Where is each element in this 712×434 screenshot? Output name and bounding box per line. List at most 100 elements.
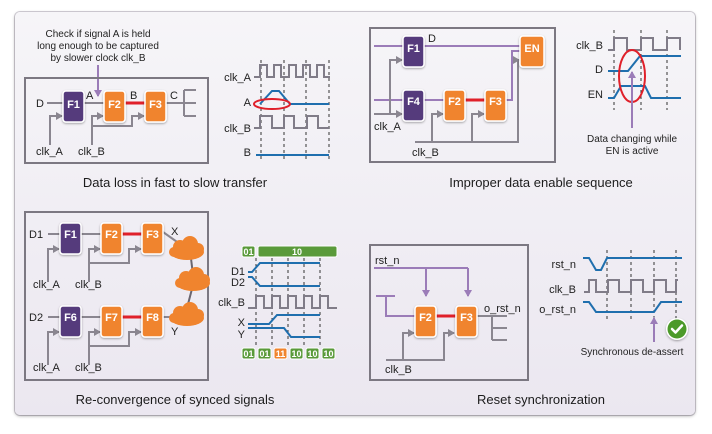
- a-signal-wave: [259, 90, 329, 105]
- caption-fast-to-slow: Data loss in fast to slow transfer: [83, 175, 268, 190]
- flop-f3-label: F3: [146, 229, 159, 241]
- check-circle-icon: [666, 318, 688, 340]
- state-badge-label: 01: [259, 349, 269, 359]
- caption-reconvergence: Re-convergence of synced signals: [76, 392, 275, 407]
- waveform-reset-sync: [583, 250, 682, 342]
- flop-f8-label: F8: [146, 312, 159, 324]
- flop-f1: [59, 222, 82, 255]
- flop-f1: [62, 90, 85, 123]
- flop-f3: [455, 305, 478, 338]
- diagram-panel: [15, 12, 695, 415]
- input-label-rst-n: rst_n: [375, 255, 399, 267]
- logic-cloud-icon: [169, 302, 204, 326]
- input-label-d1: D1: [29, 229, 43, 241]
- flop-f2-label: F2: [108, 99, 121, 111]
- flop-f2: [414, 305, 437, 338]
- x-signal-wave: [248, 314, 320, 325]
- logic-cloud-icon: [175, 267, 210, 291]
- state-badge-top-wide: 10: [257, 245, 338, 258]
- flop-f2-label: F2: [105, 229, 118, 241]
- flop-f2-label: F2: [419, 312, 432, 324]
- wave-label-o-rst-n: o_rst_n: [539, 304, 576, 316]
- flop-f4-label: F4: [407, 96, 421, 108]
- wave-label-d1: D1: [231, 266, 245, 278]
- state-badge-label: 10: [291, 349, 301, 359]
- reconvergence-section: F1 F2 F3 F6 F7 F8 D1 D2 X Y clk_A clk_B …: [24, 211, 338, 407]
- reset-sync-section: F2 F3 rst_n o_rst_n clk_B rst_n clk_B o_…: [369, 244, 688, 407]
- data-enable-section: F1 F4 F2 F3 EN D clk_A clk_B clk_B D EN …: [369, 27, 681, 190]
- wave-label-x: X: [238, 317, 246, 329]
- flop-f1-label: F1: [64, 229, 77, 241]
- annotation-line-3: by slower clock clk_B: [50, 53, 145, 64]
- flop-en: [519, 35, 545, 68]
- wire-label-a: A: [86, 90, 94, 102]
- flop-f2: [100, 222, 123, 255]
- flop-f3-label: F3: [489, 96, 502, 108]
- svg-text:01: 01: [243, 247, 253, 257]
- lost-pulse-highlight: [253, 98, 291, 110]
- output-label-y: Y: [171, 326, 179, 338]
- waveform-reconvergence: [248, 258, 337, 345]
- flop-f1-label: F1: [67, 99, 80, 111]
- d2-signal-wave: [248, 276, 320, 287]
- waveform-fast-to-slow: [253, 60, 330, 160]
- flop-f1-label: F1: [407, 43, 420, 55]
- state-badge-label: 01: [243, 349, 253, 359]
- clk-b-wave: [248, 295, 337, 309]
- annotation-line-1: Data changing while: [587, 134, 677, 145]
- rst-n-signal-wave: [583, 257, 682, 271]
- output-label-o-rst-n: o_rst_n: [484, 303, 521, 315]
- waveform-data-enable: [608, 30, 681, 128]
- flop-f3-label: F3: [460, 312, 473, 324]
- circuit-box: [369, 27, 556, 163]
- state-badge-top: 01: [241, 245, 256, 258]
- wave-label-clk-b: clk_B: [224, 123, 251, 135]
- clk-b-wave: [608, 37, 681, 51]
- flop-f3-label: F3: [149, 99, 162, 111]
- clock-label-clk-a: clk_A: [36, 146, 64, 158]
- o-rst-n-signal-wave: [583, 301, 682, 313]
- fast-to-slow-section: Check if signal A is held long enough to…: [24, 29, 330, 190]
- clk-b-wave: [584, 279, 678, 293]
- flop-f6: [59, 305, 82, 338]
- state-badge-label: 10: [307, 349, 317, 359]
- wave-label-a: A: [244, 97, 252, 109]
- circuit-box: [369, 244, 529, 381]
- wave-label-en: EN: [588, 89, 603, 101]
- wire-label-d: D: [428, 33, 436, 45]
- annotation-line-1: Check if signal A is held: [45, 29, 150, 40]
- clock-label-clk-b: clk_B: [75, 279, 102, 291]
- bottom-badges: 01 01 11 10 10 10: [241, 347, 336, 360]
- clk-a-wave: [254, 64, 330, 78]
- clock-label-clk-a: clk_A: [33, 279, 61, 291]
- caption-reset-sync: Reset synchronization: [477, 392, 605, 407]
- flop-f1: [402, 35, 425, 68]
- annotation-sync-deassert: Synchronous de-assert: [581, 347, 684, 358]
- input-label-d2: D2: [29, 312, 43, 324]
- state-badge-ok: 01: [241, 347, 256, 360]
- circuit-box: [24, 77, 209, 164]
- flop-f2: [103, 90, 126, 123]
- flop-f2-label: F2: [448, 96, 461, 108]
- wave-label-d2: D2: [231, 277, 245, 289]
- state-badge-ok: 10: [305, 347, 320, 360]
- output-bus: [183, 89, 196, 117]
- wave-label-clk-b: clk_B: [576, 40, 603, 52]
- wave-label-rst-n: rst_n: [552, 259, 576, 271]
- clock-label-clk-a: clk_A: [374, 121, 402, 133]
- state-badge-ok: 01: [257, 347, 272, 360]
- d1-signal-wave: [248, 262, 320, 273]
- wave-label-d: D: [595, 64, 603, 76]
- wave-label-clk-a: clk_A: [224, 72, 252, 84]
- flop-f7-label: F7: [105, 312, 118, 324]
- y-signal-wave: [248, 327, 320, 338]
- state-badge-ok: 10: [321, 347, 336, 360]
- clock-label-clk-b: clk_B: [412, 147, 439, 159]
- wave-label-clk-b: clk_B: [218, 297, 245, 309]
- clock-label-clk-b: clk_B: [385, 364, 412, 376]
- state-badge-label: 11: [276, 349, 286, 359]
- annotation-line-2: long enough to be captured: [37, 41, 159, 52]
- wire-label-c: C: [170, 90, 178, 102]
- state-badge-glitch: 11: [273, 347, 288, 360]
